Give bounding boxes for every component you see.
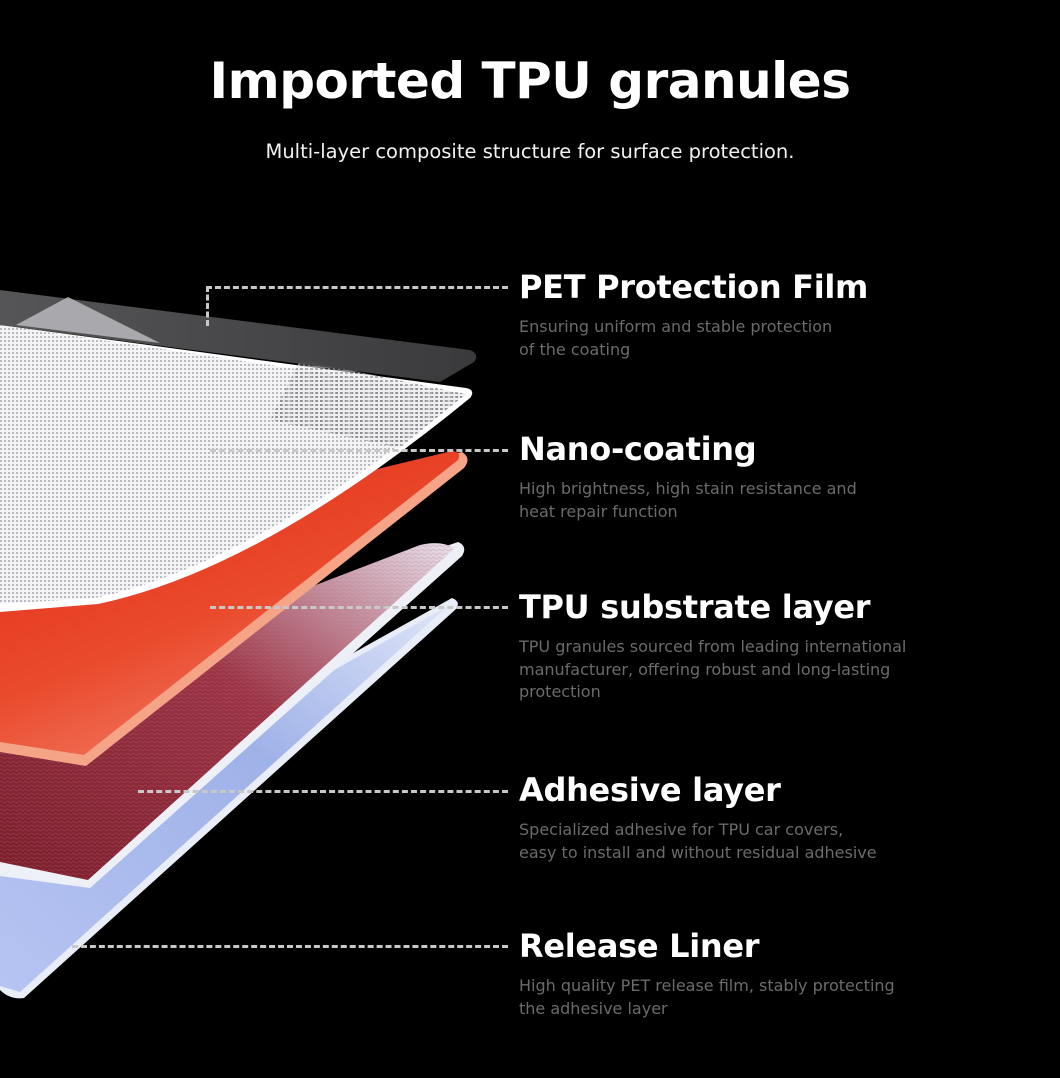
pet-protection-film-layer — [0, 290, 477, 382]
nano-coating-layer — [0, 325, 473, 612]
leader-line-liner — [72, 945, 508, 948]
layer-name: Adhesive layer — [519, 771, 781, 809]
layer-name: PET Protection Film — [519, 268, 869, 306]
adhesive-layer — [0, 542, 465, 888]
layer-name: TPU substrate layer — [519, 588, 871, 626]
leader-line-nano — [210, 449, 508, 452]
leader-line-pet-vertical — [206, 286, 209, 326]
page-subtitle: Multi-layer composite structure for surf… — [265, 140, 795, 163]
label-release-liner: Release Liner High quality PET release f… — [519, 927, 895, 1020]
tpu-substrate-layer — [0, 451, 468, 766]
label-pet-protection-film: PET Protection Film Ensuring uniform and… — [519, 268, 868, 361]
leader-line-tpu — [210, 606, 508, 609]
release-liner-layer — [0, 598, 458, 999]
layer-description: High brightness, high stain resistance a… — [519, 479, 857, 521]
layer-name: Release Liner — [519, 927, 760, 965]
layer-description: Specialized adhesive for TPU car covers,… — [519, 820, 877, 862]
layer-description: Ensuring uniform and stable protection o… — [519, 317, 833, 359]
layer-description: High quality PET release film, stably pr… — [519, 976, 895, 1018]
leader-line-adhesive — [138, 790, 508, 793]
label-adhesive-layer: Adhesive layer Specialized adhesive for … — [519, 771, 877, 864]
page-title: Imported TPU granules — [209, 52, 851, 110]
leader-line-pet — [206, 286, 508, 289]
label-nano-coating: Nano-coating High brightness, high stain… — [519, 430, 857, 523]
label-tpu-substrate-layer: TPU substrate layer TPU granules sourced… — [519, 588, 906, 704]
layer-name: Nano-coating — [519, 430, 757, 468]
layer-description: TPU granules sourced from leading intern… — [519, 637, 907, 701]
